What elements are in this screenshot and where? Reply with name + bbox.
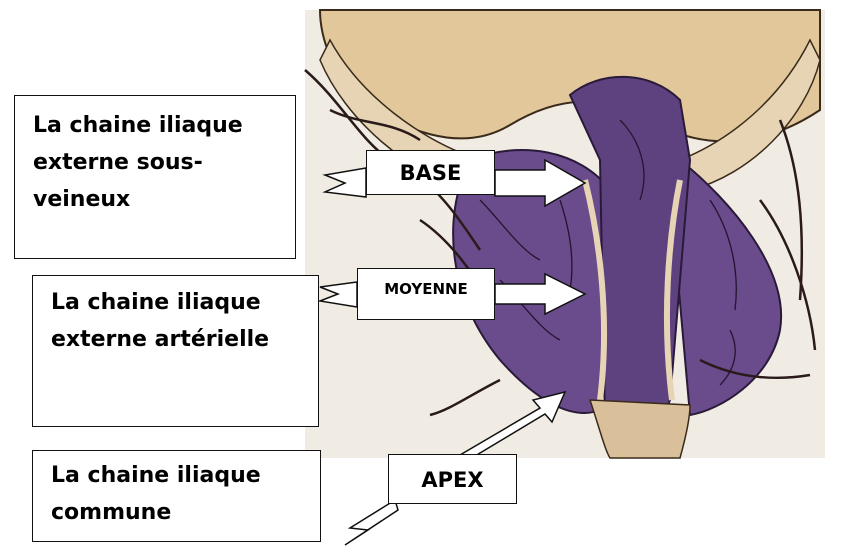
label-line: externe sous- [33,144,295,181]
label-line: commune [51,494,320,531]
label-line: La chaine iliaque [51,457,320,494]
apex-tail [345,500,398,545]
label-line: La chaine iliaque [51,284,318,321]
label-line: La chaine iliaque [33,107,295,144]
label-box-external-arterial: La chaine iliaque externe artérielle [32,275,319,427]
tag-base: BASE [366,150,495,195]
label-line: veineux [33,181,295,218]
label-box-common: La chaine iliaque commune [32,450,321,542]
label-line: externe artérielle [51,321,318,358]
label-box-external-venous: La chaine iliaque externe sous- veineux [14,95,296,259]
tag-apex: APEX [388,454,517,504]
tag-moyenne: MOYENNE [357,268,495,320]
